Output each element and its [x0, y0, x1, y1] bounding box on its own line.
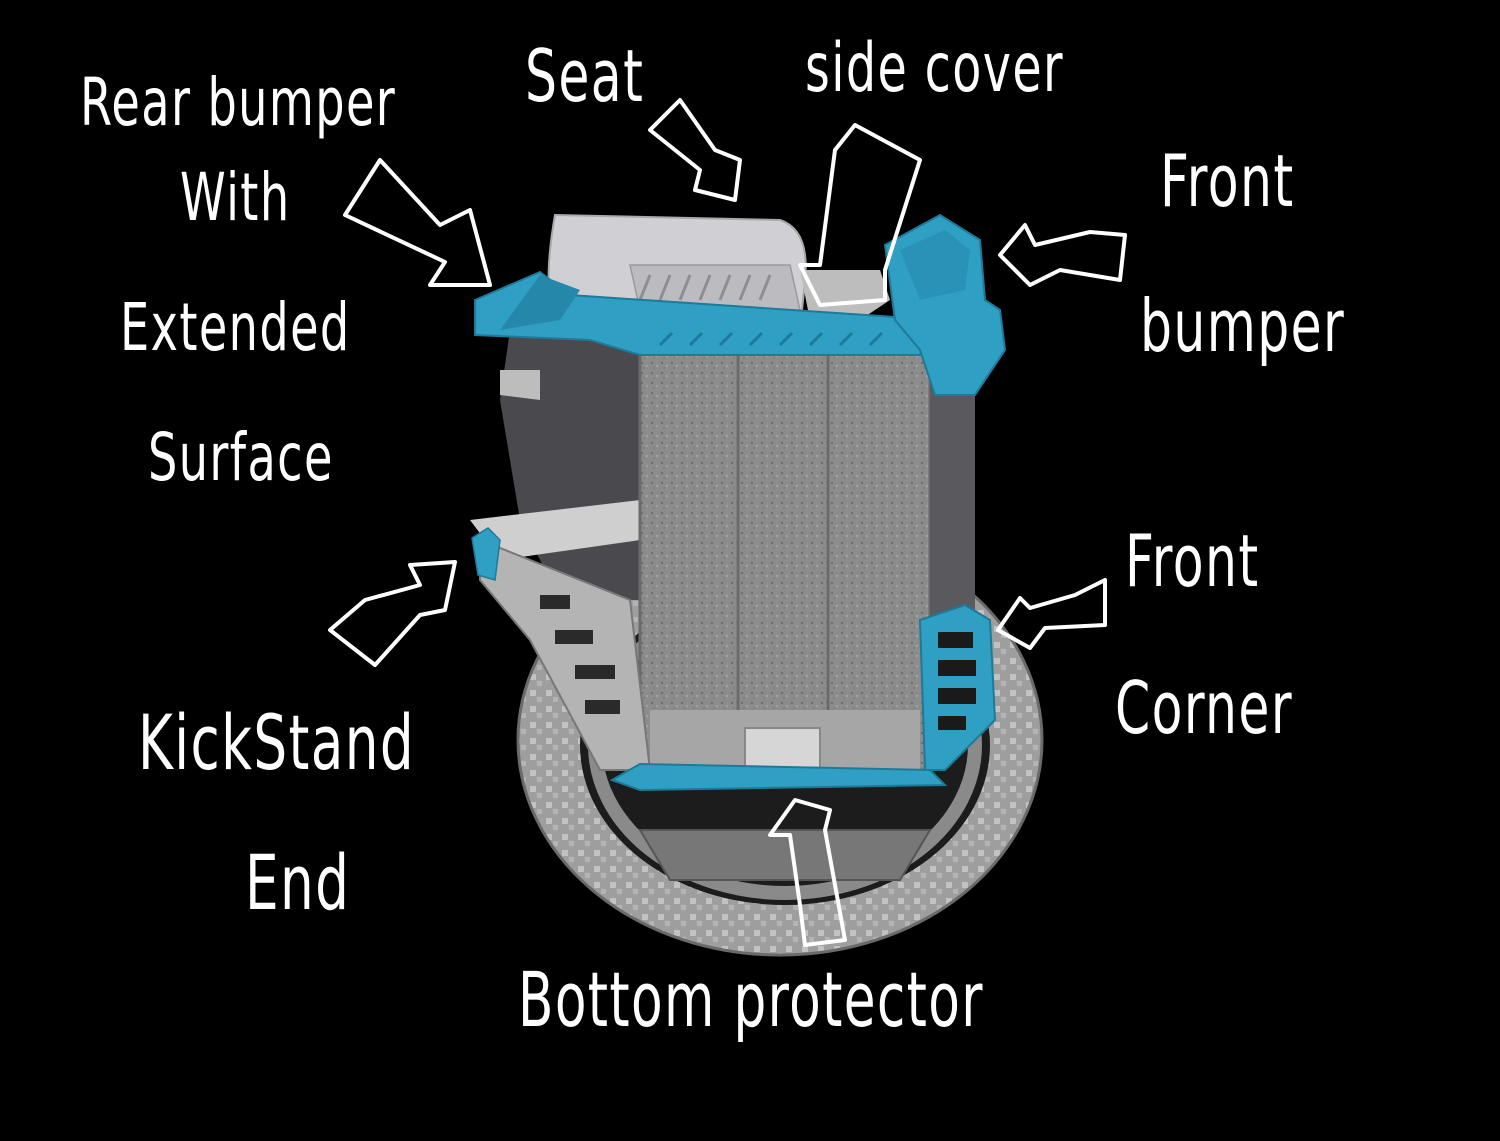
hand-drawn-arrow-icon: [996, 578, 1107, 650]
label-front-corner-line-1: Front: [1125, 519, 1260, 603]
hand-drawn-arrow-icon: [328, 560, 457, 667]
label-kickstand-line-1: KickStand: [138, 698, 416, 787]
label-rear-bumper: Rear bumper: [80, 38, 396, 168]
label-seat: Seat: [525, 34, 645, 118]
hand-drawn-arrow-icon: [343, 158, 492, 287]
label-rear-bumper-surface: Surface: [148, 419, 334, 496]
kickstand: [479, 538, 652, 771]
hand-drawn-arrow-icon: [798, 123, 922, 307]
hand-drawn-arrow-icon: [648, 98, 742, 202]
label-rear-bumper-with: With: [180, 159, 291, 236]
label-kickstand-line-2: End: [245, 838, 351, 927]
label-bottom-protector: Bottom protector: [518, 955, 984, 1044]
label-rear-bumper-line-1: Rear bumper: [80, 64, 397, 141]
front-corner: [918, 603, 997, 771]
label-front-bumper-line-1: Front: [1160, 139, 1295, 223]
hand-drawn-arrow-icon: [998, 223, 1127, 287]
side-cover: [800, 270, 890, 320]
front-bumper: [883, 213, 1007, 396]
label-front-bumper-line-2: bumper: [1140, 284, 1346, 368]
label-rear-bumper-extended: Extended: [120, 289, 351, 366]
label-front-corner-line-2: Corner: [1115, 666, 1293, 750]
kickstand-end: [471, 527, 501, 581]
hand-drawn-arrow-icon: [768, 798, 847, 947]
rear-shell: [470, 330, 640, 600]
label-side-cover: side cover: [805, 29, 1064, 108]
bottom-protector: [609, 762, 948, 792]
